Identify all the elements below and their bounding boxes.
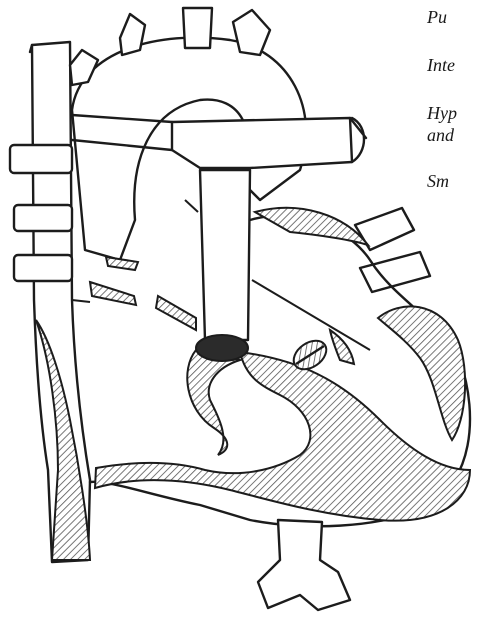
left-atrium-wall [255,208,368,245]
ventricular-myocardium [95,352,470,521]
label-pulmonary: Pu [427,6,447,28]
subclavian-branch [233,10,270,55]
right-ventricle-wall [187,350,240,455]
dark-valve-ellipse [196,335,248,361]
ventricle-hook [378,306,465,440]
label-hypoplastic-2: and [427,124,454,146]
pulmonary-trunk [200,170,250,340]
left-pulmonary-vein-2 [360,252,430,292]
label-hypoplastic-1: Hyp [427,102,457,124]
mitral-flap [330,330,354,364]
right-pulmonary-vein-1 [10,145,72,173]
pv-sliver [106,257,138,270]
label-interatrial: Inte [427,54,455,76]
descending-aorta [258,520,350,610]
brachiocephalic-branch [120,14,145,55]
label-small: Sm [427,170,449,192]
septal-sliver-1 [90,282,136,305]
right-pulmonary-vein-3 [14,255,72,281]
right-pulmonary-vein-2 [14,205,72,231]
left-pulmonary-artery [172,118,352,168]
carotid-branch [183,8,212,48]
septal-sliver-2 [156,296,196,330]
